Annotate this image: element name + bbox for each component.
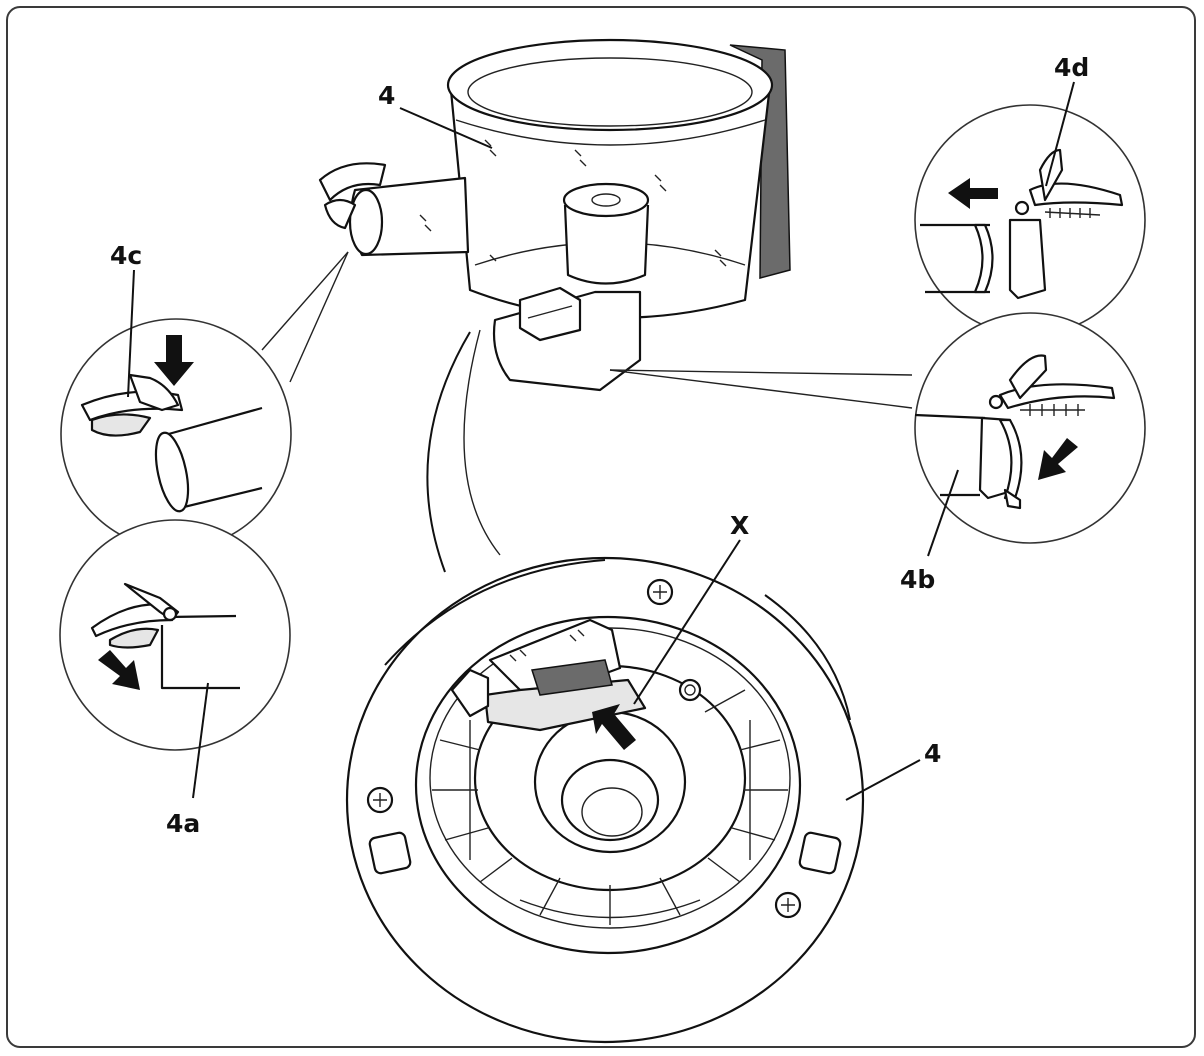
- leader-bowl: [399, 107, 493, 149]
- label-4b: 4b: [900, 565, 935, 594]
- screw-icon: [366, 786, 394, 814]
- leader-4b: [927, 469, 959, 557]
- label-base: 4: [924, 739, 941, 768]
- juicer-bowl: [318, 38, 791, 392]
- label-4d: 4d: [1054, 53, 1089, 82]
- label-x: X: [730, 511, 749, 540]
- detail-circle-4a: [59, 519, 291, 751]
- bowl-base-view: [345, 329, 865, 1044]
- screw-icon: [678, 678, 702, 702]
- screw-icon: [646, 578, 674, 606]
- arrow-down-icon: [154, 335, 194, 386]
- label-4c: 4c: [110, 241, 142, 270]
- arrow-down-right-icon: [98, 650, 140, 690]
- label-bowl: 4: [378, 81, 395, 110]
- detail-circle-4b: [609, 312, 1146, 544]
- detail-circle-4d: [914, 104, 1146, 336]
- leader-base: [845, 759, 921, 801]
- label-4a: 4a: [166, 809, 200, 838]
- leader-4c: [127, 269, 135, 398]
- arrow-up-left-icon: [592, 704, 636, 750]
- screw-icon: [774, 891, 802, 919]
- arrow-down-left-icon: [1038, 438, 1078, 480]
- leader-4a: [192, 682, 209, 799]
- leader-4d: [1045, 81, 1075, 187]
- leader-x: [633, 539, 741, 705]
- arrow-left-icon: [948, 178, 998, 209]
- detail-circle-4c: [60, 251, 349, 550]
